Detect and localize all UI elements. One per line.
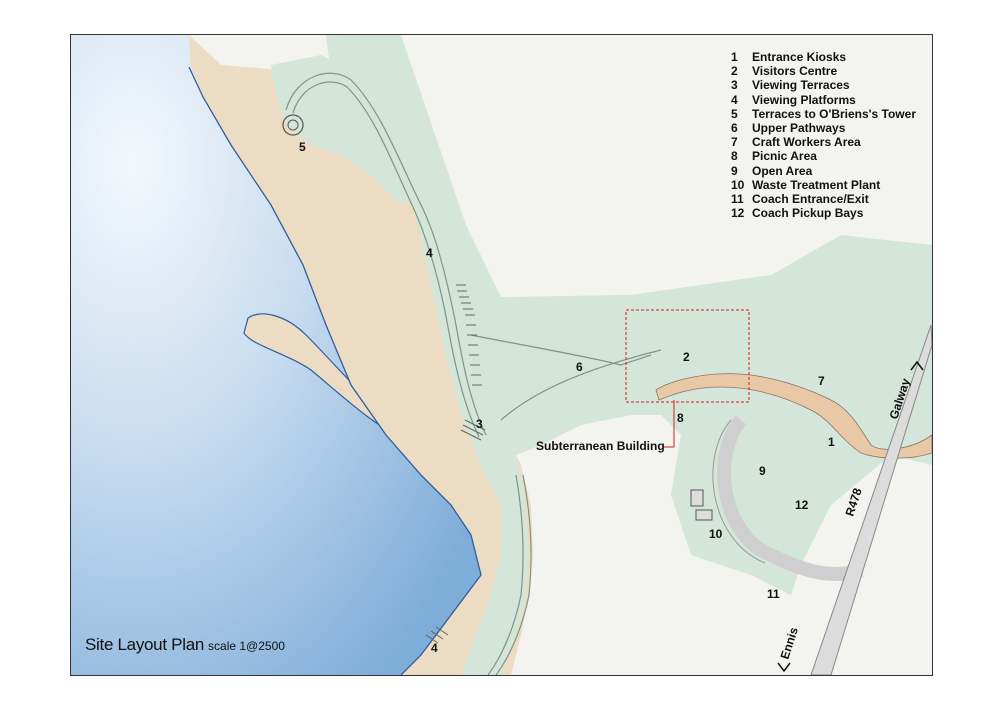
road-label-ennis: Ennis [778,625,802,661]
green-landscape [326,35,932,675]
tower-core [287,119,299,131]
subterranean-building-label: Subterranean Building [536,439,665,453]
terrace-hatching [425,284,486,644]
map-label-7: 7 [818,374,825,388]
sea-area [71,35,481,675]
map-label-1: 1 [828,435,835,449]
arrow-galway-icon [910,360,924,371]
plan-title-text: Site Layout Plan [85,635,205,654]
map-label-5: 5 [299,140,306,154]
map-label-8: 8 [677,411,684,425]
pathways [285,72,662,675]
map-label-10: 10 [709,527,723,541]
map-label-6: 6 [576,360,583,374]
map-label-4-lower: 4 [431,641,438,655]
site-map: 5 4 6 2 3 8 7 1 9 12 10 11 4 R478 Galway… [71,35,932,675]
coach-loop-road [717,415,864,582]
paving-plaza [655,373,932,459]
arrow-ennis-icon [777,662,791,673]
map-label-4-upper: 4 [426,246,433,260]
r478-road [810,324,932,675]
subterranean-leader [664,400,675,448]
map-label-11: 11 [767,587,780,601]
green-north [271,55,421,205]
shoreline [188,66,482,675]
waste-plant-buildings [690,489,713,521]
sand-coast [189,35,533,675]
site-plan-frame: 5 4 6 2 3 8 7 1 9 12 10 11 4 R478 Galway… [70,34,933,676]
map-label-9: 9 [759,464,766,478]
map-label-3: 3 [476,417,483,431]
visitors-centre-boundary [625,309,750,403]
plan-scale: scale 1@2500 [208,639,285,653]
map-label-12: 12 [795,498,809,512]
coach-inner [712,419,766,564]
obriens-tower [282,114,304,136]
map-label-2: 2 [683,350,690,364]
